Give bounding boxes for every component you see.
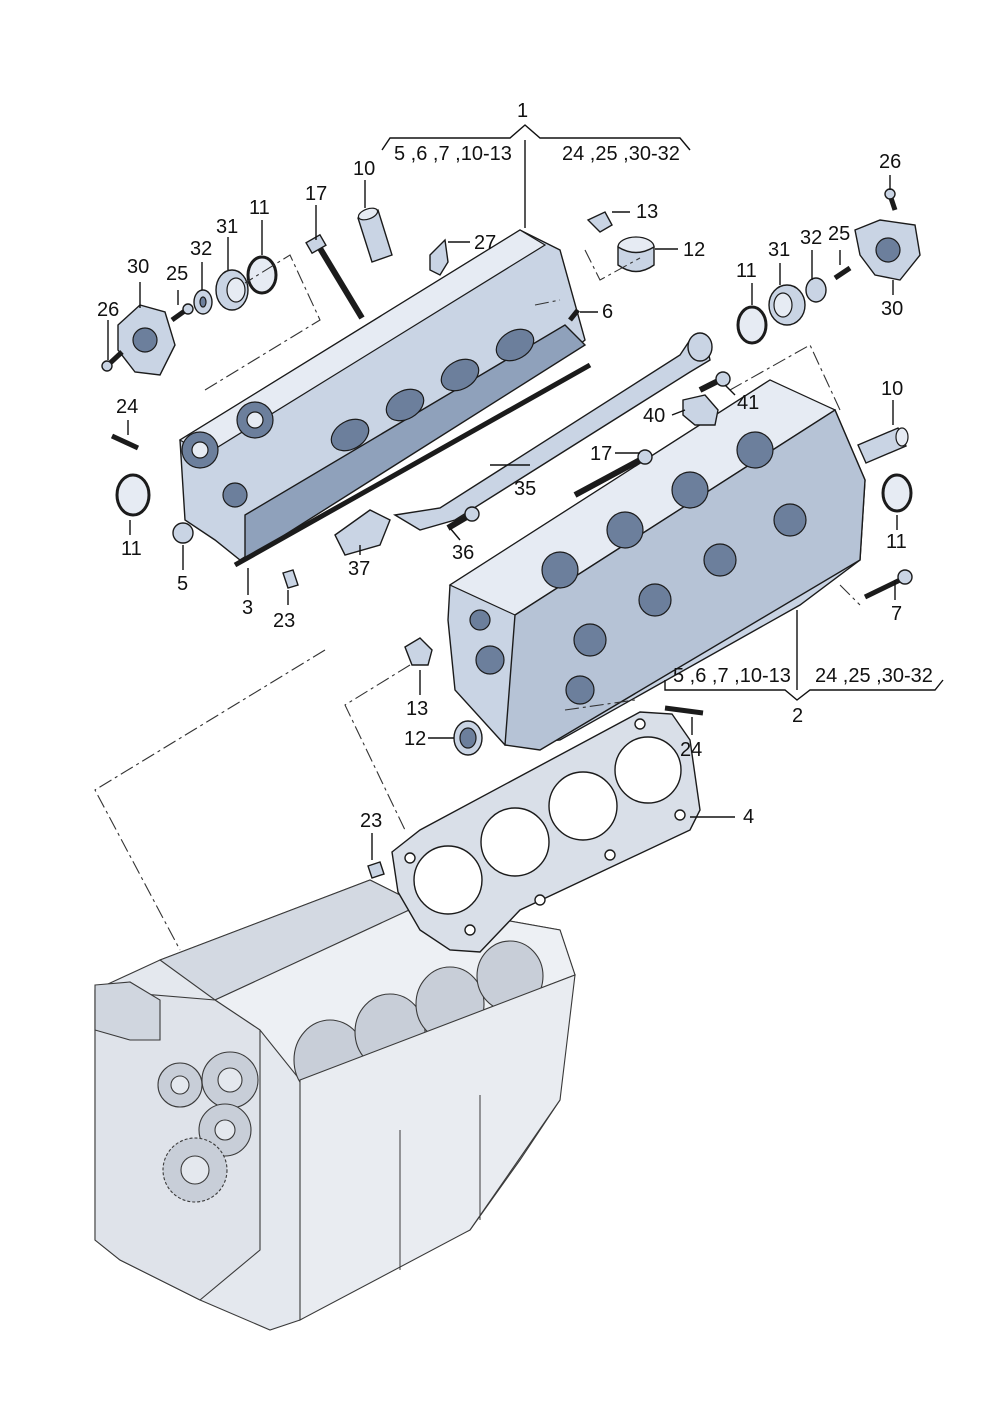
callout-11-bottom-right: 11 <box>886 531 907 553</box>
cylinder-head-left[interactable] <box>178 229 587 562</box>
cylinder-head-gasket[interactable] <box>391 711 701 953</box>
tappet-10-left[interactable] <box>357 206 393 263</box>
seal-31-left[interactable] <box>215 269 249 311</box>
cover-30-left[interactable] <box>117 304 176 376</box>
washer-32-left[interactable] <box>193 289 213 315</box>
bolt-7[interactable] <box>863 569 913 600</box>
callout-32-left: 32 <box>190 238 212 260</box>
callout-6: 6 <box>602 301 613 323</box>
callout-26-left: 26 <box>97 299 119 321</box>
seal-ring-11-top-left[interactable] <box>246 255 278 295</box>
bolt-41[interactable] <box>698 371 731 393</box>
seal-ring-11-bottom-left[interactable] <box>115 473 151 517</box>
callout-40: 40 <box>643 405 665 427</box>
engine-block[interactable] <box>94 879 576 1331</box>
sensor-27[interactable] <box>429 238 449 276</box>
callout-11-top-right: 11 <box>736 260 757 282</box>
callout-labels: 1 5 ,6 ,7 ,10-13 24 ,25 ,30-32 2 5 ,6 ,7… <box>97 100 933 832</box>
seal-ring-11-top-right[interactable] <box>736 305 768 345</box>
bracket-37[interactable] <box>334 509 391 556</box>
leader-lines <box>107 124 944 860</box>
cap-13-top[interactable] <box>586 211 613 233</box>
dowel-23-right[interactable] <box>367 861 385 879</box>
callout-11-bottom-left: 11 <box>121 538 142 560</box>
callout-1-group-left: 5 ,6 ,7 ,10-13 <box>394 143 512 165</box>
washer-32-right[interactable] <box>805 277 827 303</box>
callout-2-group-right: 24 ,25 ,30-32 <box>815 665 933 687</box>
plug-12-bottom[interactable] <box>453 720 483 756</box>
clamp-40[interactable] <box>682 394 719 426</box>
callout-1-group-right: 24 ,25 ,30-32 <box>562 143 680 165</box>
plug-5[interactable] <box>172 522 194 544</box>
bolt-36[interactable] <box>446 506 480 531</box>
callout-3: 3 <box>242 597 253 619</box>
callout-4: 4 <box>743 806 754 828</box>
stud-24-right[interactable] <box>664 705 704 716</box>
callout-41: 41 <box>737 392 759 414</box>
bolt-26-left[interactable] <box>101 350 124 372</box>
callout-17-right: 17 <box>590 443 612 465</box>
seal-ring-11-bottom-right[interactable] <box>881 473 913 513</box>
callout-32-right: 32 <box>800 227 822 249</box>
stud-24-left[interactable] <box>110 433 140 451</box>
callout-36: 36 <box>452 542 474 564</box>
callout-12-top: 12 <box>683 239 705 261</box>
bolt-26-right[interactable] <box>884 188 898 211</box>
callout-37: 37 <box>348 558 370 580</box>
bolt-25-right[interactable] <box>833 265 852 281</box>
callout-10-right: 10 <box>881 378 903 400</box>
callout-31-left: 31 <box>216 216 238 238</box>
callout-23-right: 23 <box>360 810 382 832</box>
callout-35: 35 <box>514 478 536 500</box>
callout-31-right: 31 <box>768 239 790 261</box>
callout-26-right: 26 <box>879 151 901 173</box>
callout-13-top: 13 <box>636 201 658 223</box>
stud-17-left[interactable] <box>305 233 365 320</box>
callout-23-left: 23 <box>273 610 295 632</box>
distributor-rail[interactable] <box>392 332 713 531</box>
head-seal-strip[interactable] <box>233 362 592 568</box>
tappet-10-right[interactable] <box>857 427 909 464</box>
callout-25-right: 25 <box>828 223 850 245</box>
callout-24-left: 24 <box>116 396 138 418</box>
plug-12-top[interactable] <box>617 236 655 273</box>
cap-13-bottom[interactable] <box>404 637 433 666</box>
callout-25-left: 25 <box>166 263 188 285</box>
stud-17-right[interactable] <box>573 449 653 498</box>
seal-31-right[interactable] <box>768 284 806 326</box>
callout-2: 2 <box>792 705 803 727</box>
callout-2-group-left: 5 ,6 ,7 ,10-13 <box>673 665 791 687</box>
callout-1: 1 <box>517 100 528 122</box>
callout-7: 7 <box>891 603 902 625</box>
assembly-dashed-lines <box>94 249 861 951</box>
callout-24-right: 24 <box>680 739 702 761</box>
cylinder-head-right[interactable] <box>447 379 866 751</box>
dowel-23-left[interactable] <box>282 569 299 589</box>
callout-13-bottom: 13 <box>406 698 428 720</box>
callout-30-left: 30 <box>127 256 149 278</box>
callout-12-bottom: 12 <box>404 728 426 750</box>
callout-11-top-left: 11 <box>249 197 270 219</box>
callout-5: 5 <box>177 573 188 595</box>
pin-6[interactable] <box>568 308 580 322</box>
callout-27: 27 <box>474 232 496 254</box>
cover-30-right[interactable] <box>854 219 921 281</box>
callout-10-left: 10 <box>353 158 375 180</box>
bolt-25-left[interactable] <box>170 303 194 323</box>
callout-30-right: 30 <box>881 298 903 320</box>
callout-17-left: 17 <box>305 183 327 205</box>
